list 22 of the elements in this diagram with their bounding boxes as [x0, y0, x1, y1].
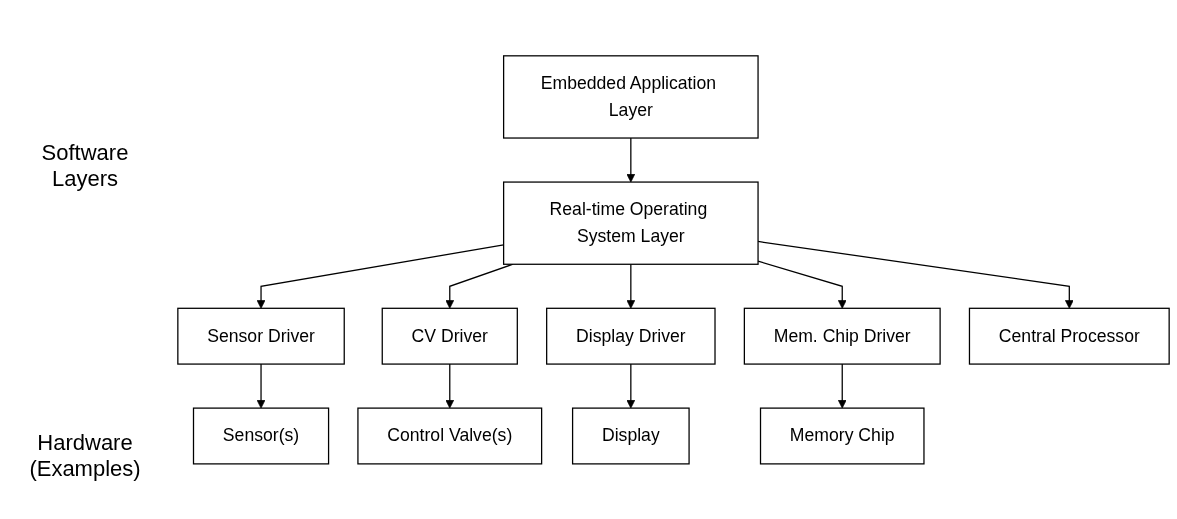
arrow — [837, 363, 847, 409]
arrow — [445, 263, 514, 309]
node-box: Sensor(s) — [192, 407, 330, 465]
node-box: Display Driver — [546, 307, 716, 365]
layer-label: Software Layers — [40, 140, 130, 192]
arrow — [757, 260, 847, 309]
arrow — [256, 363, 266, 409]
node-box: Control Valve(s) — [357, 407, 543, 465]
arrow — [626, 263, 636, 309]
arrow — [757, 240, 1074, 309]
node-box: Central Processor — [968, 307, 1170, 365]
arrow — [445, 363, 455, 409]
node-box: CV Driver — [381, 307, 518, 365]
node-box: Memory Chip — [759, 407, 925, 465]
node-box: Mem. Chip Driver — [743, 307, 941, 365]
node-box: Embedded Application Layer — [503, 54, 759, 139]
layer-label: Hardware (Examples) — [28, 430, 142, 482]
arrow — [626, 363, 636, 409]
arrow — [626, 137, 636, 183]
node-box: Real-time Operating System Layer — [503, 181, 759, 265]
node-box: Display — [571, 407, 690, 465]
node-box: Sensor Driver — [177, 307, 345, 365]
